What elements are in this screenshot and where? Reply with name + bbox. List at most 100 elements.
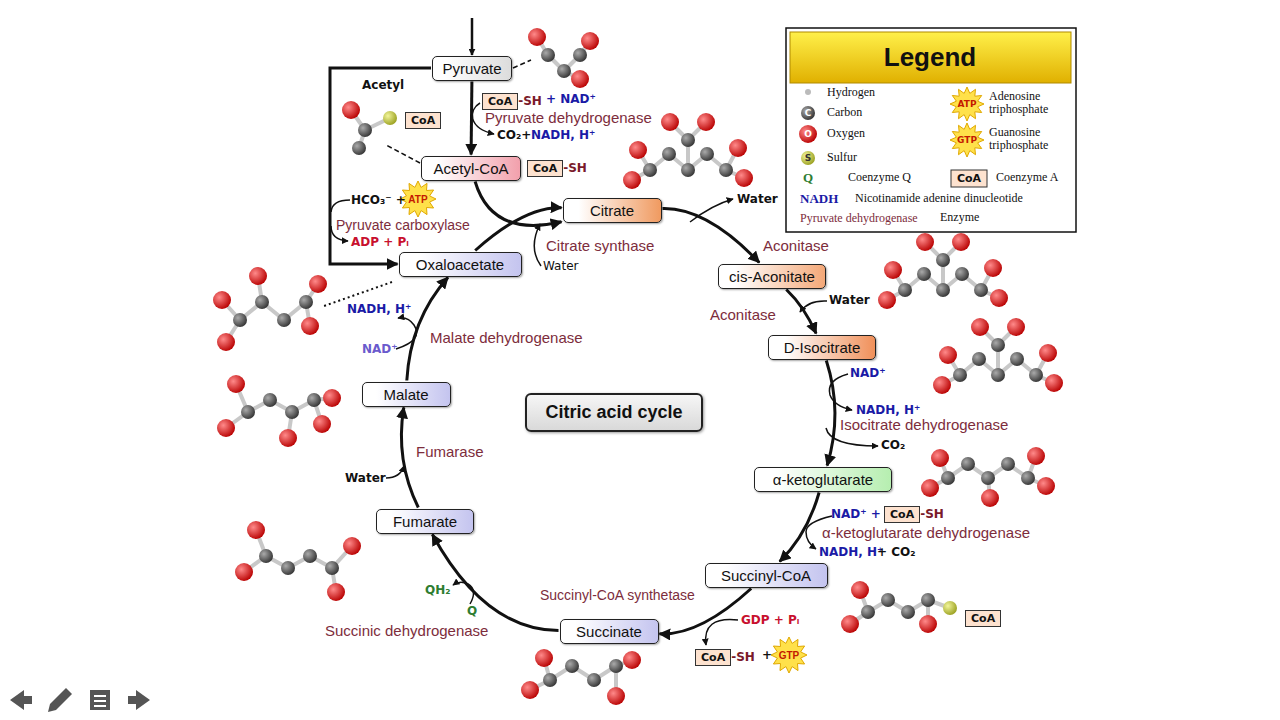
- atom: [543, 673, 557, 687]
- annotation: QH₂: [425, 583, 451, 597]
- metabolite-box: cis-Aconitate: [718, 264, 826, 289]
- atom: [607, 687, 625, 705]
- metabolite-name: Acetyl-CoA: [433, 160, 508, 177]
- atom: [383, 111, 397, 125]
- atom: [661, 113, 679, 131]
- enzyme-label: Malate dehydrogenase: [430, 329, 583, 346]
- metabolite-name: Malate: [383, 386, 428, 403]
- metabolite-box: Acetyl-CoA: [421, 156, 521, 181]
- atom: [851, 581, 869, 599]
- thiol-group: -SH: [518, 94, 542, 108]
- annotation: +: [762, 648, 772, 662]
- annotation: Water: [737, 192, 778, 206]
- atom: [557, 64, 571, 78]
- enzyme-label: Succinyl-CoA synthetase: [540, 587, 695, 603]
- atom: [1037, 477, 1055, 495]
- enzyme-label: Aconitase: [763, 237, 829, 254]
- atom: [217, 333, 235, 351]
- atom: [249, 267, 267, 285]
- reaction-arrow: [401, 408, 418, 508]
- energy-starburst: GTP: [770, 636, 808, 674]
- annotation: NAD⁺ +: [831, 507, 881, 521]
- atom: [241, 405, 255, 419]
- atom: [285, 405, 299, 419]
- annotation: S: [805, 153, 811, 163]
- enzyme-label: Pyruvate carboxylase: [336, 217, 470, 233]
- molecule: [342, 101, 397, 155]
- atom: [681, 163, 695, 177]
- metabolite-name: D-Isocitrate: [784, 339, 861, 356]
- enzyme-label: Fumarase: [416, 443, 484, 460]
- molecule: [528, 28, 599, 88]
- atom: [217, 419, 235, 437]
- atom: [931, 449, 949, 467]
- atom: [735, 169, 753, 187]
- coenzyme-a-box: CoA-SH: [482, 91, 542, 110]
- molecule: [217, 375, 341, 447]
- atom: [1027, 447, 1045, 465]
- atom: [943, 601, 957, 615]
- atom: [528, 28, 546, 46]
- atom: [343, 537, 361, 555]
- legend-entry: Coenzyme A: [996, 171, 1058, 184]
- atom: [233, 313, 247, 327]
- annotation: Water: [345, 471, 386, 485]
- atom: [991, 338, 1005, 352]
- atom: [1001, 457, 1015, 471]
- atom: [299, 295, 313, 309]
- coenzyme-a-box: CoA-SH: [884, 504, 944, 523]
- molecule: [933, 318, 1063, 394]
- legend-star: [950, 87, 984, 121]
- coenzyme-a-box: CoA-SH: [695, 647, 755, 666]
- annotation: + CO₂: [877, 545, 916, 559]
- reaction-arrow: [330, 68, 431, 264]
- atom: [213, 291, 231, 309]
- atom: [984, 259, 1002, 277]
- atom: [277, 313, 291, 327]
- molecule: [841, 581, 957, 633]
- reaction-arrow: [432, 535, 558, 631]
- atom: [936, 253, 950, 267]
- thiol-group: -SH: [563, 161, 587, 175]
- atom: [971, 318, 989, 336]
- atom: [916, 233, 934, 251]
- legend-entry: Guanosine triphosphate: [989, 126, 1069, 152]
- atom: [325, 561, 339, 575]
- annotation: + NAD⁺: [546, 92, 596, 106]
- atom: [878, 291, 896, 309]
- atom: [961, 457, 975, 471]
- atom: [941, 471, 955, 485]
- metabolite-box: Pyruvate: [432, 56, 512, 81]
- metabolite-name: Oxaloacetate: [416, 256, 504, 273]
- annotation: CO₂: [881, 438, 905, 452]
- atom: [921, 593, 935, 607]
- atom: [901, 605, 915, 619]
- legend-entry: Oxygen: [827, 127, 865, 140]
- metabolite-name: α-ketoglutarate: [773, 471, 873, 488]
- metabolite-box: Fumarate: [376, 509, 474, 534]
- atom: [565, 659, 579, 673]
- atom: [1007, 318, 1025, 336]
- nav-icons: [10, 688, 150, 712]
- thiol-group: -SH: [731, 650, 755, 664]
- reaction-arrow: [780, 493, 819, 562]
- atom: [1021, 471, 1035, 485]
- atom: [981, 471, 995, 485]
- atom: [571, 70, 589, 88]
- reaction-arrow: [826, 361, 835, 466]
- atom: [898, 283, 912, 297]
- enzyme-label: Citrate synthase: [546, 237, 654, 254]
- annotation: Water: [543, 259, 578, 273]
- atom: [921, 479, 939, 497]
- atom: [541, 48, 555, 62]
- annotation: NADH, H⁺: [819, 545, 883, 559]
- reaction-arrow: [470, 82, 474, 155]
- enzyme-label: Isocitrate dehydrogenase: [840, 416, 1008, 433]
- coenzyme-a-label: CoA: [884, 506, 920, 523]
- annotation: Q: [467, 604, 477, 618]
- atom: [227, 375, 245, 393]
- starburst-outline: [771, 637, 807, 673]
- annotation: CO₂+: [497, 128, 531, 142]
